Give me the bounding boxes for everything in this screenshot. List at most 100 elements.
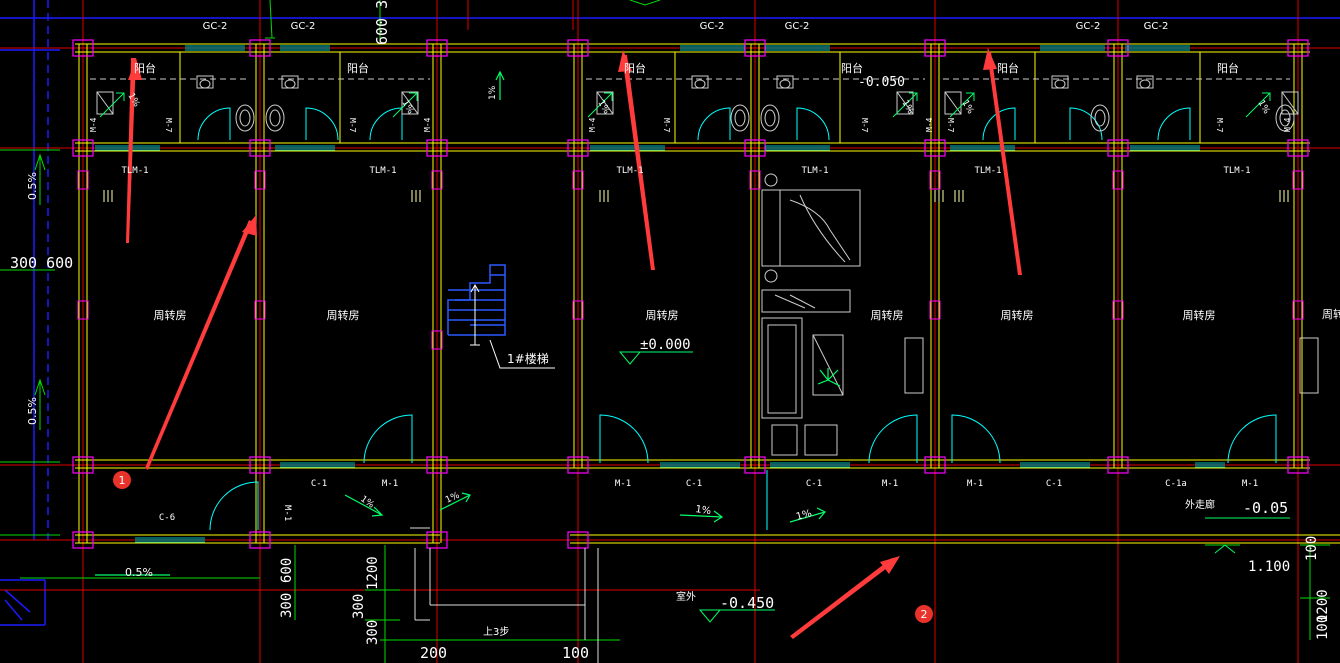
annotation-arrows	[126, 48, 1022, 639]
slope-arrow-small	[587, 92, 613, 118]
door-swing	[599, 414, 649, 464]
room-label: 周转房	[327, 308, 360, 322]
column	[72, 39, 94, 57]
slope-arrow-head	[604, 92, 613, 101]
room-label: 周转房	[154, 308, 187, 322]
door-swing	[209, 481, 259, 531]
dimension-label: 300	[365, 620, 381, 645]
column	[249, 456, 271, 474]
shower-icon	[896, 91, 914, 115]
room-label: 周转房	[1183, 308, 1216, 322]
room-label: 周转房	[1322, 307, 1340, 321]
slope-label: 1%	[358, 494, 376, 511]
door-m4-label: M-4	[89, 117, 98, 132]
column-small	[1112, 300, 1124, 320]
marker-one-label: 1	[119, 474, 126, 487]
slope-label: 0.5%	[26, 397, 39, 425]
window-c1-label: C-1	[311, 479, 327, 489]
door-swing	[982, 107, 1016, 141]
column	[924, 139, 946, 157]
balcony-label: 阳台	[347, 61, 369, 75]
slope-label: 1%	[488, 85, 498, 100]
slope-label: 1%	[795, 508, 813, 523]
corridor-level: -0.05	[1243, 499, 1288, 517]
slope-label: 0.5%	[26, 172, 39, 200]
door-tlm-label: TLM-1	[974, 166, 1001, 176]
door-m1-vertical: M-1	[282, 505, 292, 521]
sink-icon	[730, 104, 750, 132]
column	[426, 456, 448, 474]
dimension-label: 100	[562, 644, 589, 662]
door-m1-label: M-1	[382, 479, 398, 489]
column-small	[254, 170, 266, 190]
door-m4-label: M-4	[423, 117, 432, 132]
slope-arrow-small	[892, 92, 918, 118]
room-label: 周转房	[646, 308, 679, 322]
column-small	[1112, 170, 1124, 190]
balcony-label: 阳台	[841, 61, 863, 75]
door-m7-label: M-7	[164, 118, 173, 133]
slope-arrow-head	[909, 92, 918, 101]
building-plan	[72, 39, 1340, 663]
door-swing	[363, 414, 413, 464]
sink-icon	[235, 104, 255, 132]
balcony-level: -0.050	[858, 75, 905, 90]
column-small	[572, 300, 584, 320]
shower-icon	[596, 91, 614, 115]
stair-label: 1#楼梯	[507, 351, 549, 366]
door-swing	[1227, 414, 1277, 464]
balcony-label: 阳台	[997, 61, 1019, 75]
sink-icon	[1090, 104, 1110, 132]
slope-arrow-small	[99, 92, 125, 118]
toilet-icon	[1051, 75, 1069, 89]
door-tlm-label: TLM-1	[616, 166, 643, 176]
slope-arrow-small	[949, 92, 975, 118]
column-small	[572, 170, 584, 190]
column	[426, 139, 448, 157]
corridor-label: 外走廊	[1185, 498, 1215, 511]
door-m7-label: M-7	[1215, 118, 1224, 133]
door-swing	[951, 414, 1001, 464]
stair-1	[447, 264, 506, 336]
column-small	[77, 300, 89, 320]
slope-label: 1%	[444, 490, 462, 505]
sink-icon	[760, 104, 780, 132]
dimension-label: 1200	[1315, 589, 1331, 623]
slope-arrow-head	[1262, 92, 1271, 101]
shower-icon	[96, 91, 114, 115]
door-swing	[796, 107, 830, 141]
toilet-icon	[196, 75, 214, 89]
slope-label: 0.5%	[125, 566, 153, 579]
column	[426, 39, 448, 57]
column	[567, 139, 589, 157]
toilet-icon	[1136, 75, 1154, 89]
shower-icon	[401, 91, 419, 115]
dimension-label: 100	[1304, 536, 1320, 561]
column	[72, 456, 94, 474]
column	[249, 139, 271, 157]
door-m4-label: M-4	[1283, 117, 1292, 132]
furniture	[761, 173, 1319, 456]
right-elevation: 1.100	[1248, 559, 1290, 575]
balcony-label: 阳台	[624, 61, 646, 75]
dimension-label: 300 600	[10, 254, 73, 272]
window-code-label: GC-2	[1144, 21, 1169, 32]
window-c1-label: C-1	[1046, 479, 1062, 489]
slope-arrow-head	[116, 92, 125, 101]
column-small	[431, 330, 443, 350]
plant-icon	[817, 368, 841, 387]
column-small	[77, 170, 89, 190]
column-small	[1292, 300, 1304, 320]
column	[744, 456, 766, 474]
window-code-label: GC-2	[700, 21, 725, 32]
column	[1107, 139, 1129, 157]
slope-label: 1%	[1255, 99, 1271, 117]
column	[924, 39, 946, 57]
door-m1-label: M-1	[615, 479, 631, 489]
room-label: 周转房	[1001, 308, 1034, 322]
balcony-label: 阳台	[134, 61, 156, 75]
column	[249, 531, 271, 549]
outdoor-label: 室外	[676, 590, 696, 603]
